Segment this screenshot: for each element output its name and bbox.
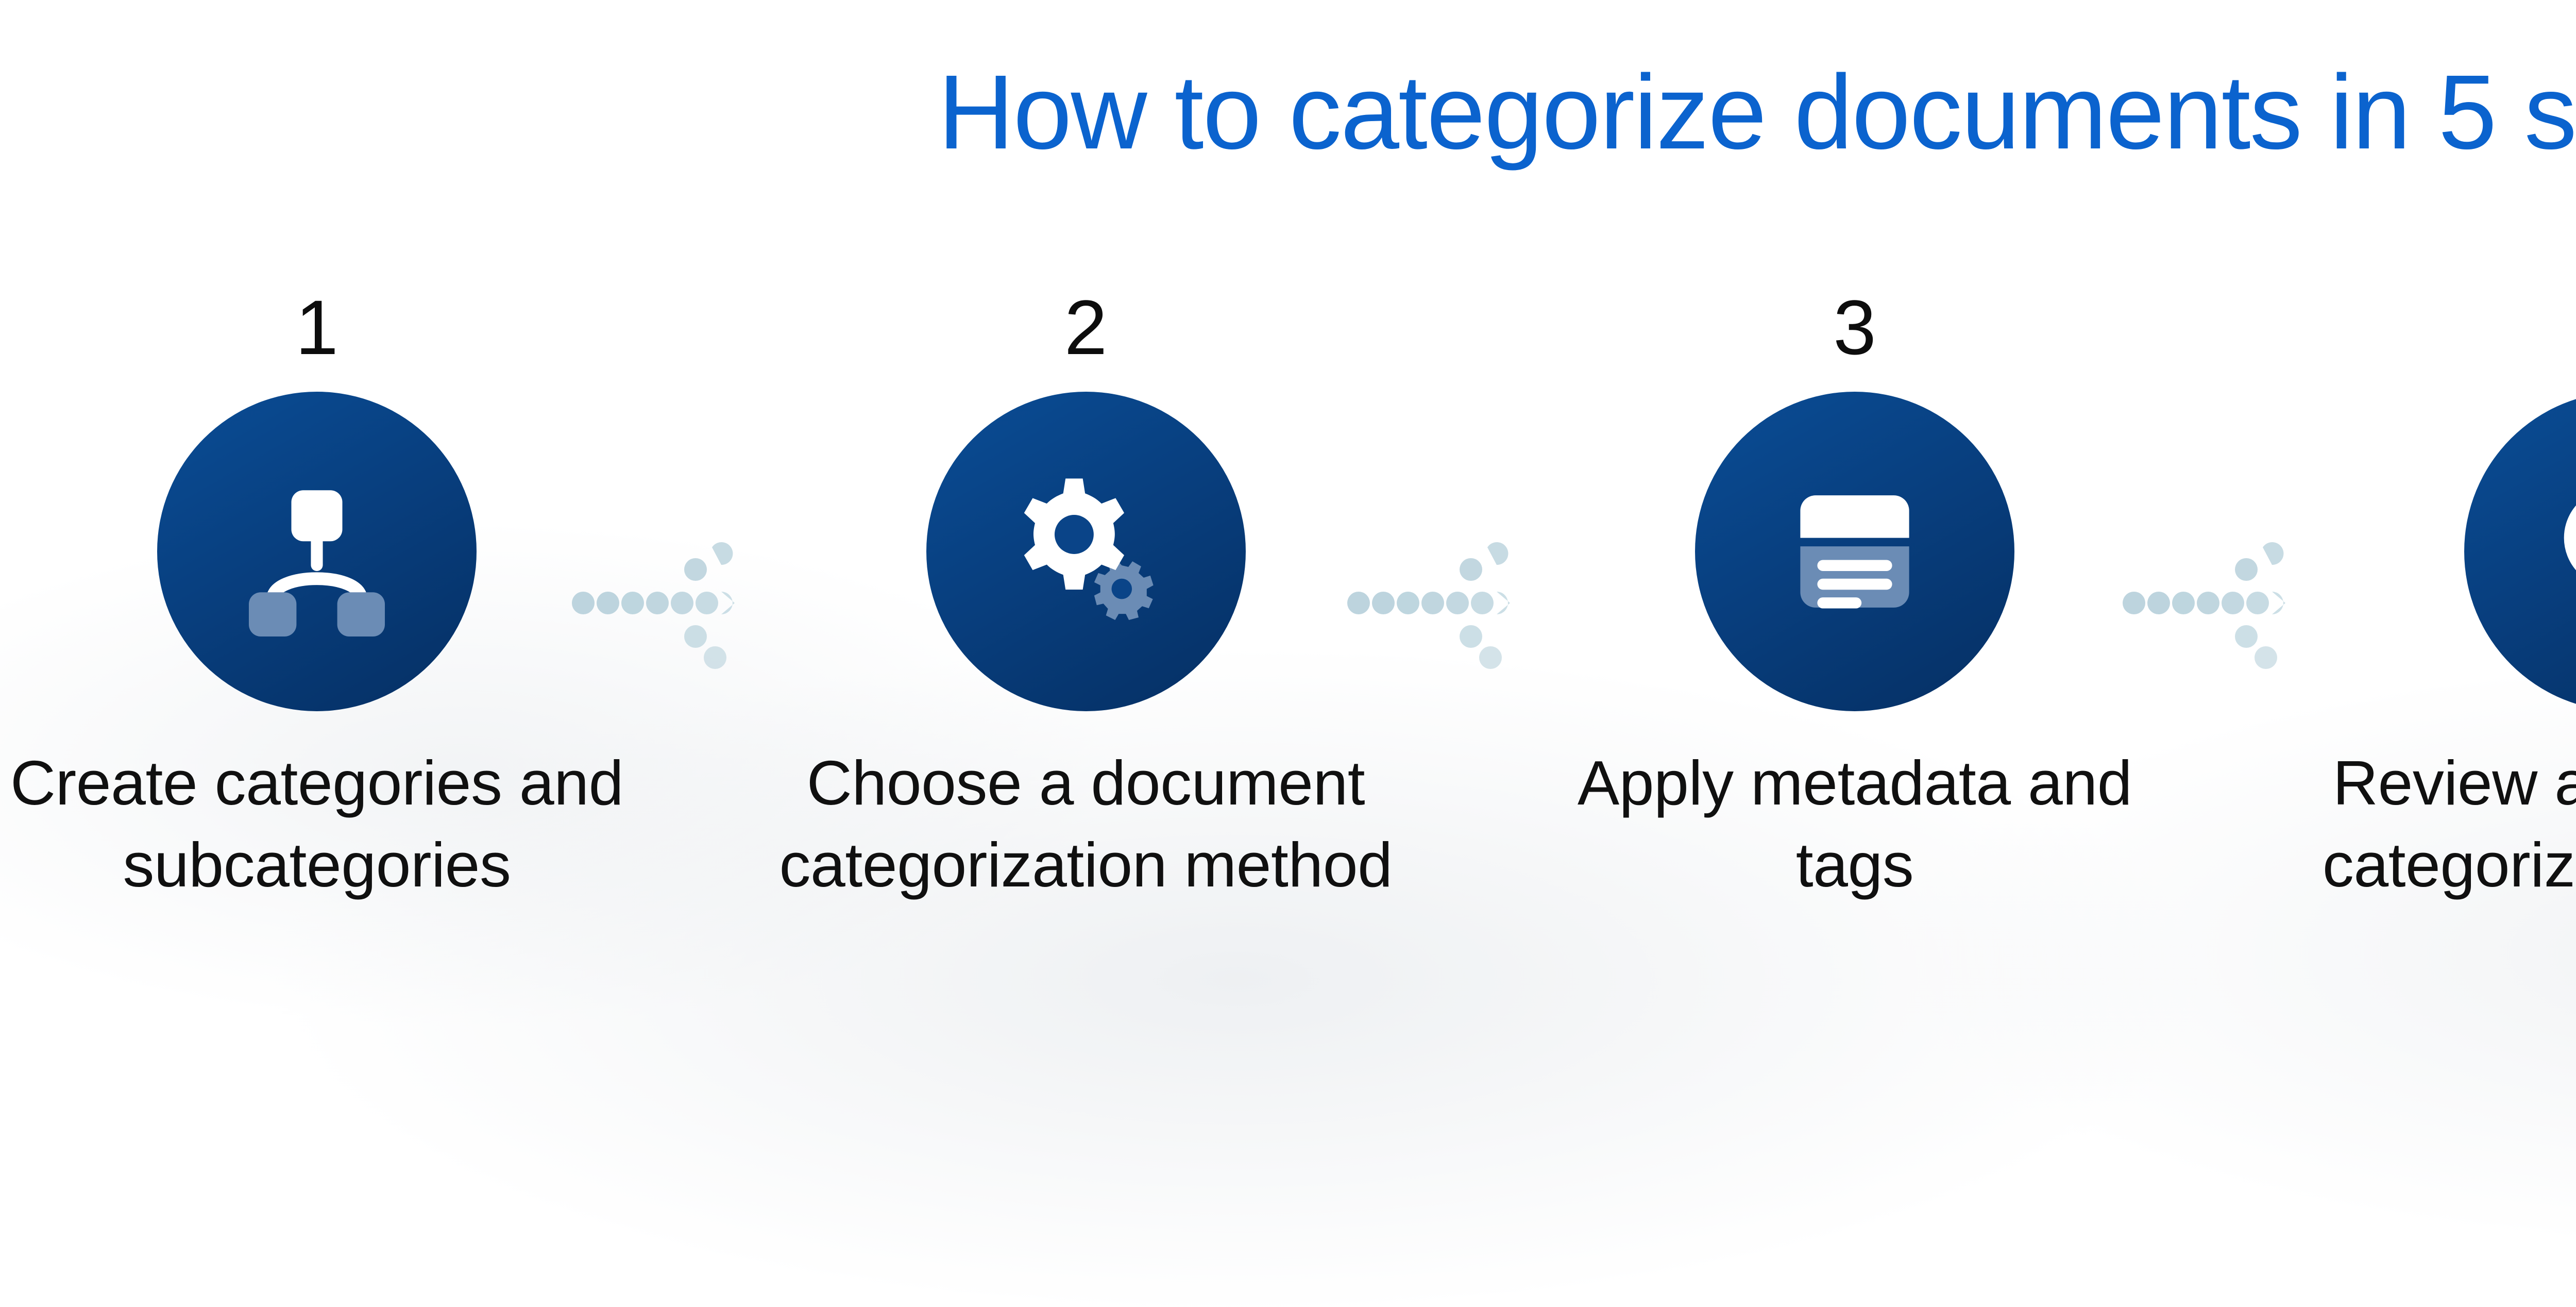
page-title: How to categorize documents in 5 steps <box>938 53 2576 171</box>
step-4-caption: Review and test your categorization syst… <box>2322 748 2576 900</box>
step-3-caption: Apply metadata and tags <box>1577 748 2132 900</box>
step-1: 1 Create categories and subcategories <box>0 289 634 906</box>
magnifier-icon <box>2539 466 2576 636</box>
step-4-icon-circle <box>2464 392 2576 711</box>
step-2-number: 2 <box>1064 284 1108 371</box>
step-2-icon-circle <box>926 392 1246 711</box>
step-1-icon-circle <box>157 392 477 711</box>
step-4: 4 Review and test your categorization sy… <box>2307 289 2576 906</box>
gears-icon <box>1001 466 1171 636</box>
step-3: 3 Apply metadata and tags <box>1538 289 2172 906</box>
steps-row: 1 Create categories and subcategories 2 <box>0 289 2576 987</box>
hierarchy-icon <box>232 466 402 636</box>
step-3-icon-circle <box>1695 392 2014 711</box>
step-2-caption: Choose a document categorization method <box>779 748 1393 900</box>
document-lines-icon <box>1770 466 1940 636</box>
step-1-number: 1 <box>295 284 338 371</box>
step-1-caption: Create categories and subcategories <box>10 748 623 900</box>
step-2: 2 Choo <box>769 289 1403 906</box>
step-3-number: 3 <box>1833 284 1876 371</box>
